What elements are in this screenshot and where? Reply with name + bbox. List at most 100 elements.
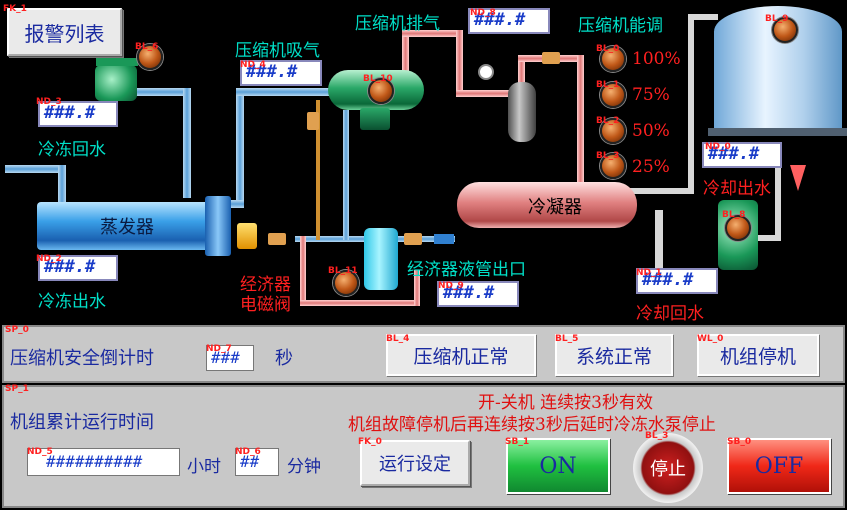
tag-bl9: BL_9	[765, 14, 789, 24]
runtime-hours-value: ##########	[27, 448, 180, 476]
pipe-econ-right	[414, 270, 420, 306]
lamp-bl8	[725, 215, 751, 241]
readout-cooling-out: ###.#	[702, 142, 782, 168]
economizer-vessel	[364, 228, 398, 290]
flow-arrow-down	[790, 165, 806, 191]
pipe-discharge-up	[402, 30, 409, 75]
runtime-hours-unit: 小时	[187, 457, 221, 477]
lamp-capacity-50	[600, 118, 626, 144]
lamp-bl6	[137, 44, 163, 70]
lamp-bl10	[368, 78, 394, 104]
readout-economizer-outlet: ###.#	[437, 281, 519, 307]
pipe-econ-gas	[316, 100, 320, 240]
cooling-return-label: 冷却回水	[636, 304, 704, 324]
stop-lamp-label: 停止	[650, 459, 686, 480]
countdown-value: ###	[206, 345, 254, 371]
valve-2	[404, 233, 422, 245]
compressor-status-indicator: 压缩机正常	[386, 334, 536, 376]
chilled-pump	[95, 65, 137, 101]
on-button[interactable]: ON	[506, 438, 610, 494]
lamp-capacity-75	[600, 82, 626, 108]
economizer-valve-label-2: 电磁阀	[240, 295, 291, 315]
pipe-discharge-top	[402, 30, 462, 37]
pipe-oilsep-up	[518, 55, 525, 90]
tag-bl8: BL_8	[722, 210, 746, 220]
readout-chilled-supply: ###.#	[38, 255, 118, 281]
pipe-cooling-right-h	[740, 235, 781, 241]
tag-fk0: FK_0	[358, 437, 382, 447]
compressor-motor	[360, 108, 390, 130]
lamp-capacity-25	[600, 153, 626, 179]
off-button[interactable]: OFF	[727, 438, 831, 494]
pipe-econ-to-comp	[343, 110, 349, 240]
tag-bl3b: BL_3	[645, 431, 669, 441]
tag-sp0: SP_0	[5, 325, 29, 335]
pipe-cooling-vert	[688, 14, 694, 194]
alarm-list-button[interactable]: 报警列表	[7, 8, 122, 56]
run-settings-button[interactable]: 运行设定	[360, 440, 470, 486]
readout-chilled-return: ###.#	[38, 101, 118, 127]
evaporator-label: 蒸发器	[100, 217, 154, 238]
valve-4	[307, 112, 319, 130]
pipe-cooling-low	[655, 210, 663, 270]
pipe-chilled-left	[5, 165, 65, 173]
pressure-gauge	[478, 64, 494, 80]
tag-nd3: ND_3	[36, 97, 62, 107]
tag-sb0: SB_0	[727, 437, 752, 447]
tag-wl0: WL_0	[697, 334, 724, 344]
tag-bl10: BL_10	[363, 74, 393, 84]
pipe-chilled-return-top	[130, 88, 190, 96]
evaporator-vessel	[37, 202, 217, 250]
compressor-capacity-label: 压缩机能调	[578, 16, 663, 36]
valve-5	[542, 52, 560, 64]
power-notice: 开-关机 连续按3秒有效	[478, 393, 653, 413]
pipe-econ-vert	[300, 236, 306, 306]
tag-bl5: BL_5	[555, 334, 579, 344]
pipe-cooling-right	[775, 145, 781, 240]
economizer-outlet-label: 经济器液管出口	[407, 260, 526, 280]
chilled-return-label: 冷冻回水	[38, 140, 106, 160]
capacity-75-label: 75%	[632, 85, 670, 105]
tag-nd0: ND_0	[705, 142, 731, 152]
tag-fk1: FK_1	[3, 4, 27, 14]
tag-nd6: ND_6	[235, 447, 261, 457]
valve-3	[434, 234, 454, 244]
compressor-suction-label: 压缩机吸气	[235, 41, 320, 61]
pipe-cooling-top	[688, 14, 718, 20]
tag-nd5: ND_5	[27, 447, 53, 457]
tag-nd8: ND_8	[470, 8, 496, 18]
tag-bl11: BL_11	[328, 266, 358, 276]
pipe-to-condenser	[577, 55, 584, 185]
economizer-solenoid-valve	[237, 223, 257, 249]
cooling-tower-base	[708, 128, 847, 136]
pipe-chilled-left-vert	[58, 165, 66, 205]
pipe-chilled-return-vert	[183, 88, 191, 198]
economizer-valve-label-1: 经济器	[240, 275, 291, 295]
pipe-discharge-mid	[456, 90, 526, 97]
chilled-supply-label: 冷冻出水	[38, 292, 106, 312]
readout-compressor-suction: ###.#	[240, 60, 322, 86]
stop-indicator-lamp: 停止	[633, 433, 703, 503]
condenser-label: 冷凝器	[528, 197, 582, 218]
unit-status-indicator: 机组停机	[697, 334, 819, 376]
tag-bl2: BL_2	[596, 116, 620, 126]
chilled-pump-base	[96, 58, 138, 66]
countdown-unit: 秒	[275, 348, 293, 369]
pipe-suction-bottom	[220, 200, 244, 208]
readout-cooling-return: ###.#	[636, 268, 718, 294]
tag-bl1: BL_1	[596, 80, 620, 90]
capacity-100-label: 100%	[632, 49, 681, 69]
condenser-vessel	[457, 182, 637, 228]
lamp-bl9	[772, 17, 798, 43]
tag-sp1: SP_1	[5, 384, 29, 394]
tag-nd4: ND_4	[240, 60, 266, 70]
fault-notice: 机组故障停机后再连续按3秒后延时冷冻水泵停止	[348, 415, 716, 435]
evaporator-flange	[205, 196, 231, 256]
runtime-minutes-unit: 分钟	[287, 457, 321, 477]
lamp-capacity-100	[600, 46, 626, 72]
system-status-indicator: 系统正常	[555, 334, 673, 376]
runtime-minutes-value: ##	[235, 448, 279, 476]
tag-nd9: ND_9	[438, 281, 464, 291]
lamp-bl11	[333, 270, 359, 296]
countdown-label: 压缩机安全倒计时	[10, 348, 154, 369]
